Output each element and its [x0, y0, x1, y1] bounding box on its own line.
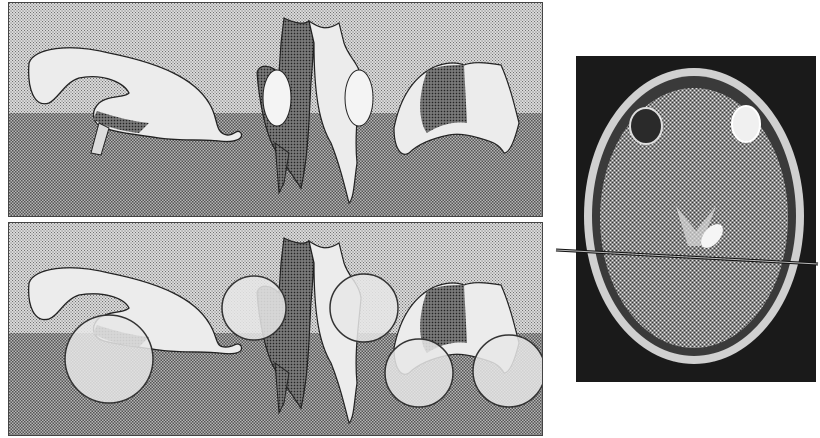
ventricle-panel-bottom	[8, 222, 543, 436]
mri-axial-slice	[576, 56, 816, 382]
circle-marker	[222, 276, 286, 340]
circle-marker	[65, 315, 153, 403]
mri-image	[576, 56, 816, 382]
ventricle-renderings-top	[9, 3, 543, 217]
ventricle-renderings-bottom	[9, 223, 543, 436]
circle-marker	[473, 335, 543, 407]
circle-marker	[385, 339, 453, 407]
ventricle-panel-top	[8, 2, 543, 217]
circle-marker	[330, 274, 398, 342]
